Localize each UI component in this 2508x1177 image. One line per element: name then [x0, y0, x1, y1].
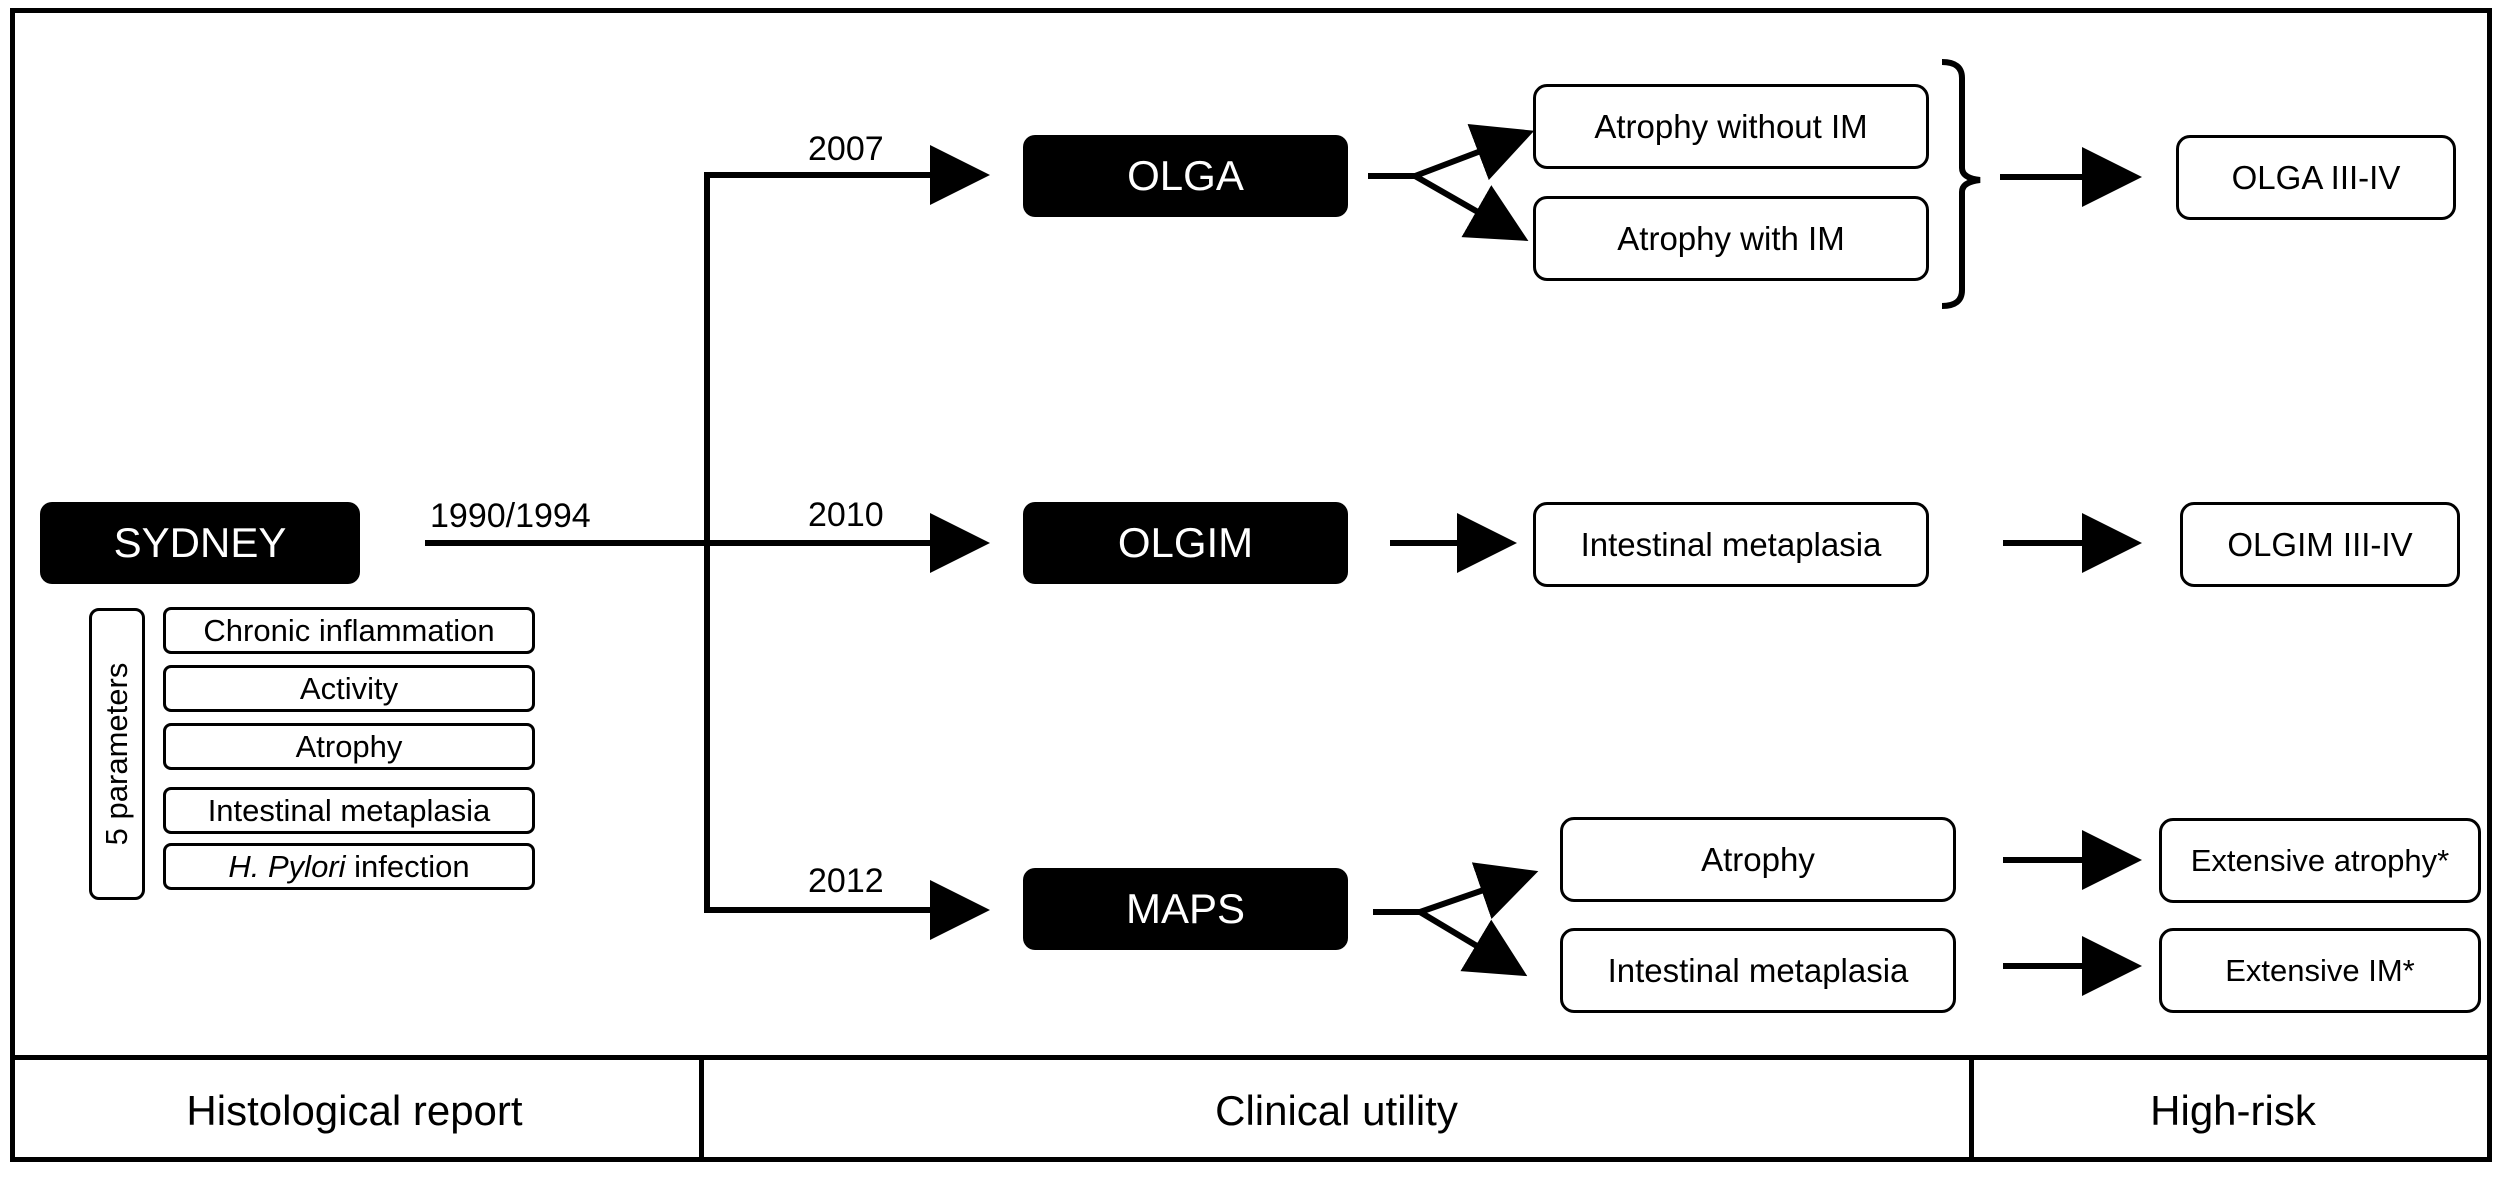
footer-histological-report: Histological report [10, 1060, 704, 1162]
highrisk-label: Extensive atrophy* [2190, 842, 2450, 878]
maps-outcome-box: Atrophy [1560, 817, 1956, 902]
parameter-item: Atrophy [163, 723, 535, 770]
maps-split-down-arrow [1418, 909, 1528, 977]
diagram-frame [10, 8, 2492, 1162]
olgim-outcome-box: Intestinal metaplasia [1533, 502, 1929, 587]
footer-row: Histological report Clinical utility Hig… [10, 1055, 2492, 1162]
olga-outcome-box: Atrophy with IM [1533, 196, 1929, 281]
sydney-node: SYDNEY [40, 502, 360, 584]
olga-outcome-box: Atrophy without IM [1533, 84, 1929, 169]
parameter-label: Activity [299, 670, 399, 706]
sydney-label: SYDNEY [113, 519, 287, 566]
parameter-label: Chronic inflammation [203, 612, 495, 648]
olga-split-down-arrow [1413, 173, 1529, 241]
maps-outcome-box: Intestinal metaplasia [1560, 928, 1956, 1013]
outcome-label: Intestinal metaplasia [1580, 525, 1882, 563]
footer-clinical-utility: Clinical utility [704, 1060, 1974, 1162]
parameter-item: Intestinal metaplasia [163, 787, 535, 834]
outcome-label: Intestinal metaplasia [1607, 951, 1909, 989]
olgim-label: OLGIM [1117, 519, 1254, 566]
highrisk-label: OLGIM III-IV [2227, 525, 2413, 563]
maps-node: MAPS [1023, 868, 1348, 950]
parameter-label: Intestinal metaplasia [207, 792, 491, 828]
highrisk-label: Extensive IM* [2225, 952, 2415, 988]
outcome-label: Atrophy [1701, 840, 1815, 878]
olgim-year-label: 2010 [808, 496, 884, 534]
olga-year-label: 2007 [808, 130, 884, 168]
parameter-item: Chronic inflammation [163, 607, 535, 654]
parameter-item: Activity [163, 665, 535, 712]
olga-label: OLGA [1127, 152, 1244, 199]
parameter-label: H. Pylori infection [228, 849, 469, 885]
olgim-highrisk-box: OLGIM III-IV [2180, 502, 2460, 587]
olga-highrisk-box: OLGA III-IV [2176, 135, 2456, 220]
maps-label: MAPS [1125, 885, 1246, 932]
parameters-title: 5 parameters [99, 662, 134, 846]
maps-atrophy-highrisk-box: Extensive atrophy* [2159, 818, 2481, 903]
parameter-italic-part: H. Pylori [228, 848, 346, 884]
parameter-label: Atrophy [295, 728, 403, 764]
parameters-bracket-box [89, 608, 145, 900]
footer-high-risk: High-risk [2150, 1087, 2316, 1134]
maps-year-label: 2012 [808, 862, 884, 900]
olga-outcomes-bracket [1941, 59, 1981, 309]
highrisk-label: OLGA III-IV [2231, 158, 2401, 196]
maps-split-up-arrow [1419, 862, 1539, 920]
olgim-node: OLGIM [1023, 502, 1348, 584]
olga-node: OLGA [1023, 135, 1348, 217]
olga-split-up-arrow [1413, 123, 1535, 181]
sydney-years-label: 1990/1994 [430, 497, 591, 535]
outcome-label: Atrophy without IM [1594, 107, 1868, 145]
parameter-item: H. Pylori infection [163, 843, 535, 890]
outcome-label: Atrophy with IM [1617, 219, 1845, 257]
parameter-rest-part: infection [345, 848, 470, 884]
maps-im-highrisk-box: Extensive IM* [2159, 928, 2481, 1013]
